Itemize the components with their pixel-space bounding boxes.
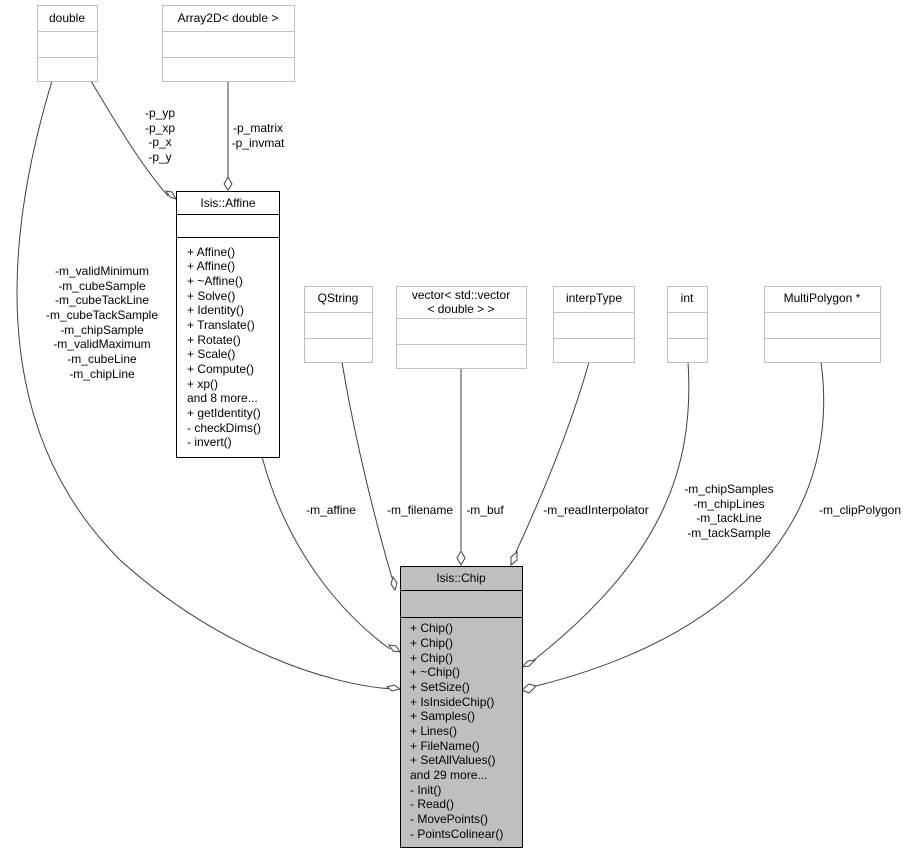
class-isis-affine[interactable]: Isis::Affine + Affine() + Affine() + ~Af… [176, 191, 280, 458]
class-array2d[interactable]: Array2D< double > [162, 5, 295, 82]
svg-text:-p_yp: -p_yp [145, 106, 175, 120]
edge-label-interptype-chip: -m_readInterpolator [543, 503, 648, 517]
svg-text:+ Rotate(): + Rotate() [187, 333, 241, 347]
svg-text:-m_cubeTackLine: -m_cubeTackLine [55, 293, 149, 307]
svg-text:+ SetSize(): + SetSize() [410, 680, 470, 694]
svg-text:+ Solve(): + Solve() [187, 289, 235, 303]
member-list: + Affine() + Affine() + ~Affine() + Solv… [187, 245, 261, 449]
svg-text:-m_chipLine: -m_chipLine [69, 367, 135, 381]
svg-text:+ Samples(): + Samples() [410, 709, 475, 723]
aggregation-diamond [521, 683, 537, 694]
svg-text:- Init(): - Init() [410, 783, 441, 797]
class-name: interpType [566, 291, 622, 305]
svg-text:+ getIdentity(): + getIdentity() [187, 406, 261, 420]
aggregation-diamond [456, 549, 466, 567]
svg-text:+ Scale(): + Scale() [187, 347, 235, 361]
svg-text:+ Affine(): + Affine() [187, 245, 235, 259]
edge-label-multipolygon-chip: -m_clipPolygon [819, 503, 901, 517]
svg-text:-m_cubeSample: -m_cubeSample [58, 279, 146, 293]
svg-text:-m_chipSamples: -m_chipSamples [684, 482, 773, 496]
svg-text:-m_tackLine: -m_tackLine [696, 511, 762, 525]
class-name: MultiPolygon * [784, 291, 861, 305]
class-double[interactable]: double [37, 5, 98, 82]
svg-text:- checkDims(): - checkDims() [187, 421, 261, 435]
edge-label-double-affine: -p_yp -p_xp -p_x -p_y [145, 106, 175, 164]
svg-text:-p_invmat: -p_invmat [232, 136, 285, 150]
edge-label-affine-chip: -m_affine [306, 503, 356, 517]
svg-text:- Read(): - Read() [410, 797, 454, 811]
edge-label-double-chip: -m_validMinimum -m_cubeSample -m_cubeTac… [46, 264, 158, 381]
edge-label-qstring-chip: -m_filename [387, 503, 453, 517]
svg-text:and 29 more...: and 29 more... [410, 768, 487, 782]
class-int[interactable]: int [667, 286, 708, 363]
class-vector[interactable]: vector< std::vector < double > > [396, 286, 527, 369]
svg-text:+ ~Affine(): + ~Affine() [187, 274, 243, 288]
edge-label-int-chip: -m_chipSamples -m_chipLines -m_tackLine … [684, 482, 773, 540]
svg-text:and 8 more...: and 8 more... [187, 391, 258, 405]
svg-text:+ Identity(): + Identity() [187, 303, 244, 317]
svg-text:-m_cubeLine: -m_cubeLine [67, 352, 137, 366]
class-qstring[interactable]: QString [304, 286, 373, 363]
svg-text:- PointsColinear(): - PointsColinear() [410, 827, 503, 841]
class-interptype[interactable]: interpType [553, 286, 635, 363]
member-list: + Chip() + Chip() + Chip() + ~Chip() + S… [410, 621, 503, 841]
svg-text:+ Chip(): + Chip() [410, 636, 453, 650]
svg-text:+ Affine(): + Affine() [187, 259, 235, 273]
svg-text:-m_validMinimum: -m_validMinimum [55, 264, 149, 278]
edge-label-array2d-affine: -p_matrix -p_invmat [232, 121, 285, 150]
svg-text:-m_tackSample: -m_tackSample [687, 526, 771, 540]
svg-text:+ Compute(): + Compute() [187, 362, 254, 376]
svg-text:-m_cubeTackSample: -m_cubeTackSample [46, 308, 158, 322]
svg-text:-p_matrix: -p_matrix [233, 121, 283, 135]
edge-int-chip [533, 361, 690, 661]
svg-text:-p_xp: -p_xp [145, 121, 175, 135]
svg-text:-m_chipSample: -m_chipSample [60, 323, 144, 337]
svg-text:- MovePoints(): - MovePoints() [410, 812, 488, 826]
class-name: Isis::Affine [200, 196, 255, 210]
aggregation-diamond [510, 550, 518, 567]
edge-qstring-chip [341, 361, 393, 579]
svg-text:-p_y: -p_y [148, 150, 171, 164]
svg-text:+ ~Chip(): + ~Chip() [410, 665, 460, 679]
aggregation-diamond [520, 659, 537, 668]
class-name: vector< std::vector [412, 288, 510, 302]
aggregation-diamond [387, 644, 402, 653]
aggregation-diamond [385, 684, 402, 692]
class-name: double [49, 11, 85, 25]
edge-interptype-chip [515, 361, 590, 553]
svg-text:+ xp(): + xp() [187, 377, 218, 391]
class-multipolygon[interactable]: MultiPolygon * [764, 286, 881, 363]
aggregation-diamond [223, 175, 233, 191]
edge-multipolygon-chip [535, 361, 825, 687]
class-name: QString [318, 291, 359, 305]
svg-text:+ Chip(): + Chip() [410, 651, 453, 665]
class-name: int [681, 291, 694, 305]
class-name: Isis::Chip [436, 571, 486, 585]
class-name: < double > > [427, 302, 494, 316]
svg-text:+ Chip(): + Chip() [410, 621, 453, 635]
svg-text:+ SetAllValues(): + SetAllValues() [410, 753, 495, 767]
edge-affine-chip [261, 456, 391, 650]
svg-text:-p_x: -p_x [148, 135, 171, 149]
svg-text:+ Translate(): + Translate() [187, 318, 255, 332]
edge-label-vector-chip: -m_buf [466, 503, 504, 517]
edge-double-chip [16, 80, 393, 690]
aggregation-diamond [164, 190, 178, 200]
edge-double-affine [90, 80, 169, 197]
svg-text:+ IsInsideChip(): + IsInsideChip() [410, 695, 494, 709]
svg-text:-m_validMaximum: -m_validMaximum [53, 337, 150, 351]
svg-text:- invert(): - invert() [187, 435, 232, 449]
class-isis-chip[interactable]: Isis::Chip + Chip() + Chip() + Chip() + … [400, 566, 523, 848]
svg-text:+ FileName(): + FileName() [410, 739, 480, 753]
svg-text:-m_chipLines: -m_chipLines [693, 497, 764, 511]
aggregation-diamond [390, 575, 398, 592]
class-name: Array2D< double > [178, 11, 279, 25]
svg-text:+ Lines(): + Lines() [410, 724, 457, 738]
